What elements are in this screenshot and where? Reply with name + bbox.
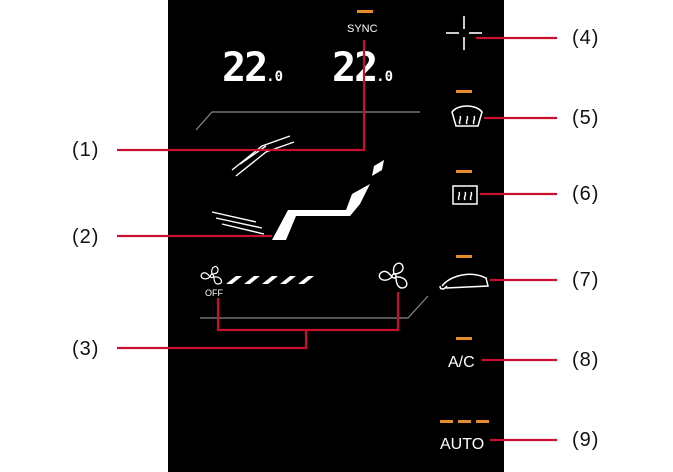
crosshair-icon[interactable] xyxy=(446,16,482,50)
recirculation-icon[interactable] xyxy=(439,273,489,290)
leader-lines xyxy=(117,36,557,442)
leader-3a xyxy=(117,298,308,350)
indicator-recirculation xyxy=(456,255,472,258)
sync-indicator xyxy=(357,10,373,13)
seat-airflow-icon[interactable] xyxy=(211,160,384,240)
indicator-auto-3 xyxy=(476,420,489,423)
indicator-ac xyxy=(456,337,472,340)
airflow-upper-icon[interactable] xyxy=(231,135,295,177)
fan-speed-bars[interactable] xyxy=(226,276,314,284)
callout-3: (3) xyxy=(72,338,100,360)
callout-5: (5) xyxy=(572,107,600,129)
callout-4: (4) xyxy=(572,27,600,49)
callout-2: (2) xyxy=(72,226,100,248)
callout-9: (9) xyxy=(572,429,600,451)
indicator-auto-2 xyxy=(458,420,471,423)
indicator-auto-1 xyxy=(440,420,453,423)
auto-button-label[interactable]: AUTO xyxy=(440,436,485,453)
windshield-defrost-icon[interactable] xyxy=(451,105,483,127)
fan-low-icon[interactable] xyxy=(200,265,223,285)
indicator-windshield-defrost xyxy=(456,90,472,93)
right-temperature: 22.0 xyxy=(332,45,394,91)
sync-label[interactable]: SYNC xyxy=(347,23,378,35)
leader-1 xyxy=(117,40,366,152)
callout-7: (7) xyxy=(572,269,600,291)
indicator-rear-defrost xyxy=(456,170,472,173)
callout-6: (6) xyxy=(572,183,600,205)
leader-3b xyxy=(306,292,400,332)
dashboard-outline xyxy=(195,111,420,131)
left-temperature: 22.0 xyxy=(222,45,284,91)
ac-button-label[interactable]: A/C xyxy=(448,354,475,371)
console-outline xyxy=(200,295,429,319)
fan-off-label: OFF xyxy=(205,288,223,298)
callout-8: (8) xyxy=(572,349,600,371)
callout-1: (1) xyxy=(72,139,100,161)
fan-high-icon[interactable] xyxy=(378,262,408,289)
rear-defrost-icon[interactable] xyxy=(452,185,478,205)
